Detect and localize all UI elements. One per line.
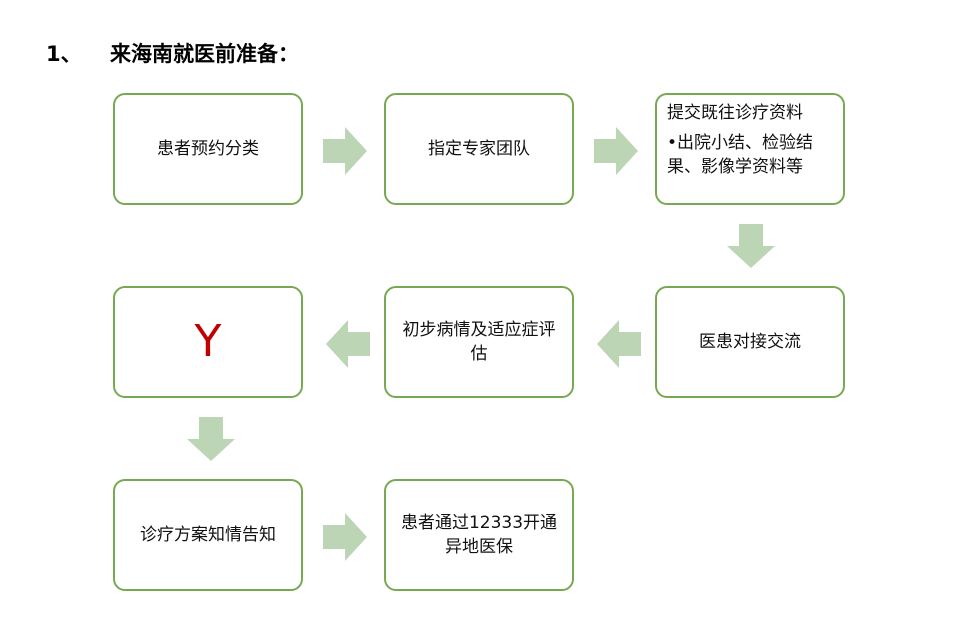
arrow-down-icon bbox=[727, 224, 775, 268]
step-insurance-activation: 患者通过12333开通异地医保 bbox=[384, 479, 574, 591]
step-y: Y bbox=[113, 286, 303, 398]
step-doctor-patient-communication: 医患对接交流 bbox=[655, 286, 845, 398]
arrow-left-icon bbox=[326, 320, 370, 368]
arrow-left-icon bbox=[597, 320, 641, 368]
step-assign-experts: 指定专家团队 bbox=[384, 93, 574, 205]
step-patient-booking: 患者预约分类 bbox=[113, 93, 303, 205]
section-title: 1、来海南就医前准备： bbox=[46, 42, 299, 66]
arrow-right-icon bbox=[323, 127, 367, 175]
arrow-right-icon bbox=[323, 513, 367, 561]
step-informed-consent: 诊疗方案知情告知 bbox=[113, 479, 303, 591]
step-initial-assessment: 初步病情及适应症评估 bbox=[384, 286, 574, 398]
arrow-right-icon bbox=[594, 127, 638, 175]
arrow-down-icon bbox=[187, 417, 235, 461]
step-submit-records: 提交既往诊疗资料•出院小结、检验结果、影像学资料等 bbox=[655, 93, 845, 205]
